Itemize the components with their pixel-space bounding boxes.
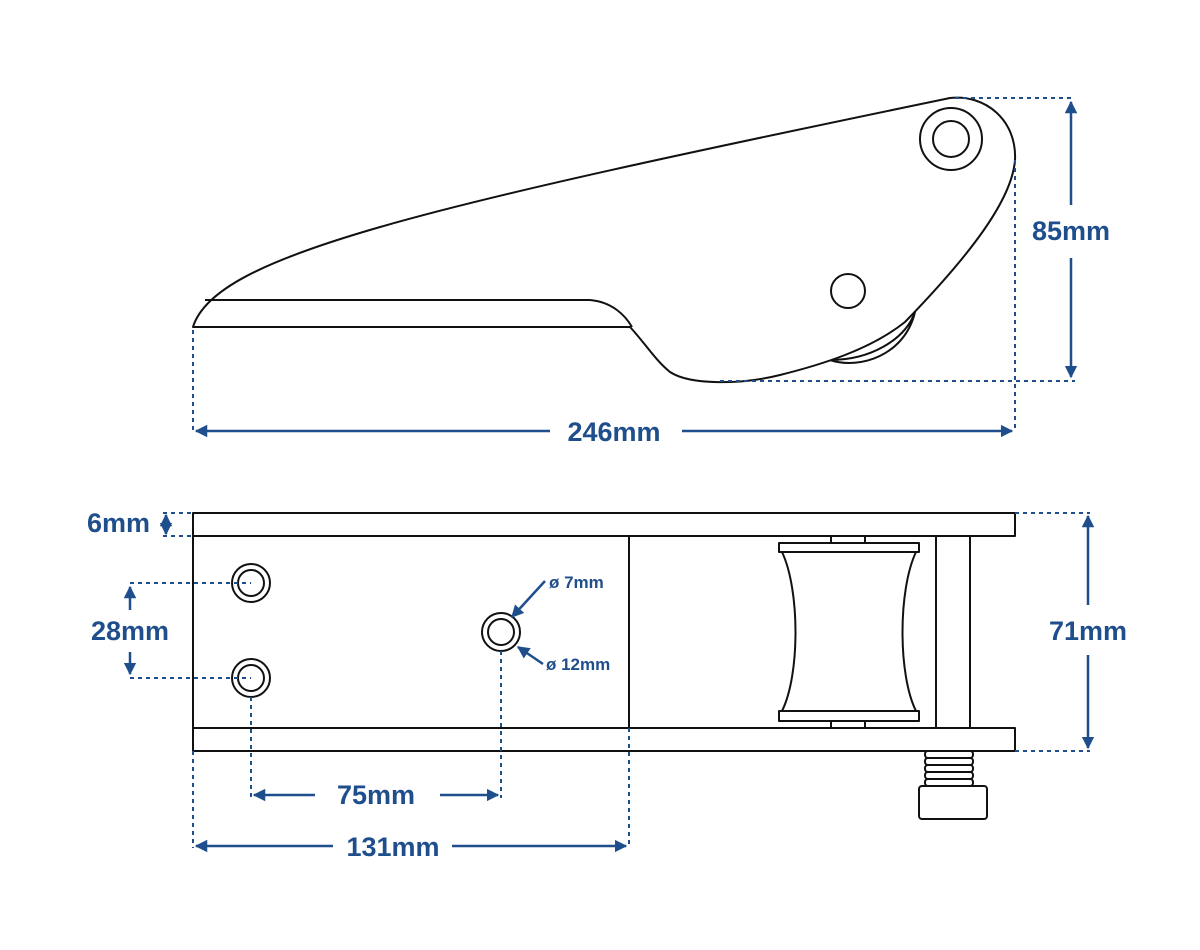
hole-outer-dia-label: ø 12mm — [546, 655, 610, 674]
roller-flange-bottom — [778, 710, 920, 722]
side-view — [192, 96, 1017, 384]
hole-inner-dia-label: ø 7mm — [549, 573, 604, 592]
side-height-label: 85mm — [1032, 216, 1110, 246]
roller-flange-top — [778, 542, 920, 553]
mount-hole-mid-inner — [487, 618, 515, 646]
pivot-hole-inner — [932, 120, 970, 158]
top-view — [192, 512, 1016, 820]
plate-thickness-label: 6mm — [87, 508, 150, 538]
spring — [924, 750, 974, 787]
top-plate-upper-edge — [192, 512, 1016, 537]
side-view-outline — [192, 96, 1017, 384]
knob — [918, 785, 988, 820]
side-hole — [830, 273, 866, 309]
width-label: 71mm — [1049, 616, 1127, 646]
pin-bar — [935, 535, 971, 729]
top-plate-lower-edge — [192, 727, 1016, 752]
inner-dia-leader — [511, 580, 546, 618]
side-view-dimensions: 246mm 85mm — [192, 97, 1110, 447]
top-view-dimensions: 6mm 28mm ø 7mm ø 12mm 71mm 75mm 131mm — [87, 508, 1127, 862]
roller-body — [781, 551, 917, 712]
hole-offset-label: 75mm — [337, 780, 415, 810]
side-view-inner-edge — [205, 299, 633, 328]
base-length-label: 131mm — [346, 832, 439, 862]
side-length-label: 246mm — [567, 417, 660, 447]
hole-spacing-label: 28mm — [91, 616, 169, 646]
outer-dia-leader — [516, 645, 544, 666]
